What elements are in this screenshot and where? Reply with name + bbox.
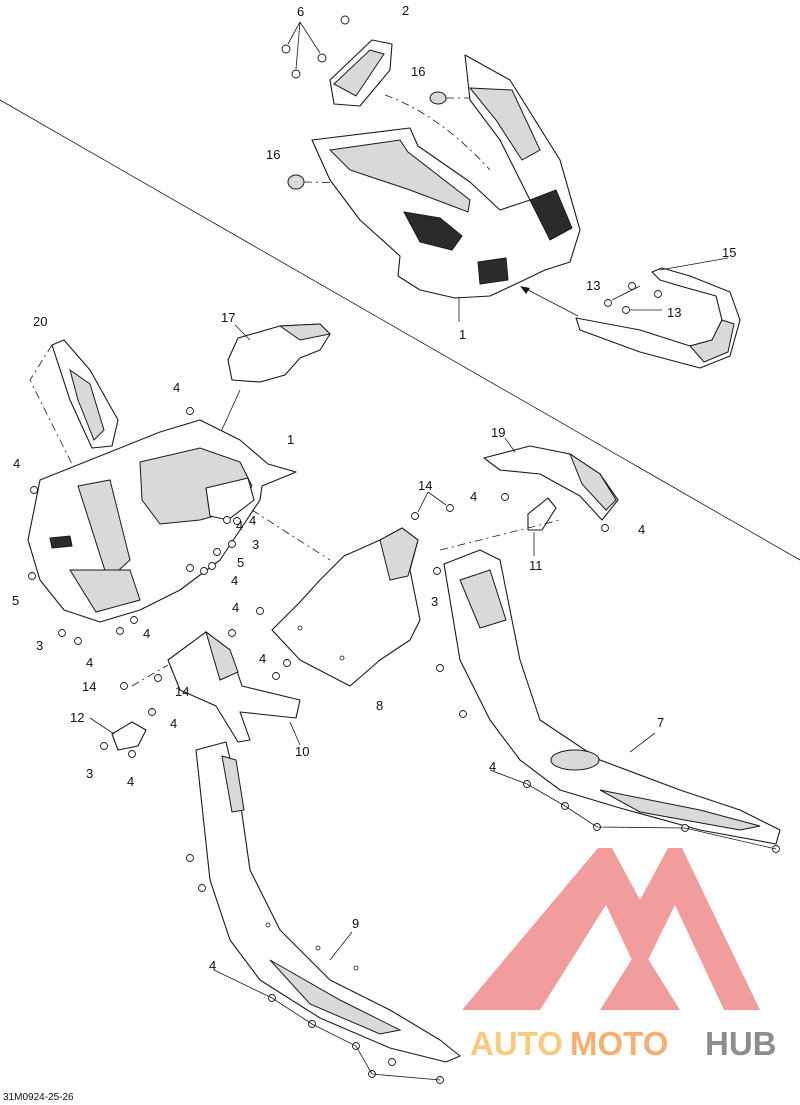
part-20-side-trim [51,339,119,449]
leader-line [659,257,729,271]
brand-text-hub: HUB [705,1025,777,1062]
callout-4: 4 [489,759,496,774]
fasteners-bottom-group [186,854,444,1084]
callout-1: 1 [459,327,466,342]
callout-5: 5 [237,555,244,570]
callout-4: 4 [638,522,645,537]
callout-6: 6 [297,4,304,19]
part-11-bracket [501,493,609,556]
callout-16: 16 [266,147,280,162]
arrow-head [520,286,530,294]
part-1-upper-fairing [311,54,581,299]
callout-4: 4 [173,380,180,395]
diagram-reference-code: 31M0924-25-26 [3,1092,74,1103]
part-12-clip [89,708,156,758]
leader-line [289,721,301,746]
callout-10: 10 [295,744,309,759]
fastener [228,629,236,637]
callout-4: 4 [127,774,134,789]
fasteners-left-group [28,407,241,645]
leader-line [489,769,777,850]
callout-4: 4 [236,518,243,533]
assembly-guide-line [439,519,561,551]
callout-3: 3 [36,638,43,653]
fastener [272,672,280,680]
callout-15: 15 [722,245,736,260]
callout-17: 17 [221,310,235,325]
callout-12: 12 [70,710,84,725]
callout-19: 19 [491,425,505,440]
callout-3: 3 [252,537,259,552]
part-9-left-footrest [195,741,461,1063]
part-2-cap [329,39,393,107]
assembly-guide-line [251,509,331,561]
part-10-bracket [167,630,301,743]
part-17-cushion [227,323,332,383]
callout-14: 14 [175,684,189,699]
callout-4: 4 [13,456,20,471]
callout-13: 13 [586,278,600,293]
callout-4: 4 [232,600,239,615]
callout-4: 4 [470,489,477,504]
callout-3: 3 [86,766,93,781]
callout-9: 9 [352,916,359,931]
fastener [283,659,291,667]
leader-line [629,732,656,753]
callout-4: 4 [259,651,266,666]
callout-3: 3 [431,594,438,609]
callout-16: 16 [411,64,425,79]
leader-line [329,931,353,961]
brand-logo-icon [462,848,760,1010]
leader-line [527,289,579,317]
part-8-panel [271,527,421,687]
callout-13: 13 [667,305,681,320]
callout-8: 8 [376,698,383,713]
fastener [256,607,264,615]
callout-4: 4 [86,655,93,670]
leader-line [234,324,251,341]
part-14-screws [120,491,454,690]
part-7-right-footrest [443,549,781,845]
callout-20: 20 [33,314,47,329]
callout-4: 4 [249,513,256,528]
assembly-guide-line [131,664,169,687]
part-15-handlebar [575,267,741,369]
assembly-guide-line [29,344,81,481]
callout-14: 14 [82,679,96,694]
callout-11: 11 [529,558,543,573]
section-divider-line [0,99,800,561]
leader-line [504,437,516,453]
callout-14: 14 [418,478,432,493]
part-13-screws [604,282,662,314]
callout-4: 4 [170,716,177,731]
automotohub-watermark: AUTO MOTO HUB [462,848,777,1062]
callout-4: 4 [143,626,150,641]
part-1-lower-fairing [27,419,297,623]
callout-5: 5 [12,593,19,608]
brand-text-auto: AUTO [470,1025,563,1062]
part-6-screws [281,15,350,79]
part-19-rail [483,445,619,521]
part-16-grommet [287,91,500,190]
callout-4: 4 [231,573,238,588]
callout-2: 2 [402,3,409,18]
callout-7: 7 [657,715,664,730]
leader-line [213,969,441,1081]
callout-1: 1 [287,432,294,447]
brand-text-moto: MOTO [570,1025,668,1062]
assembly-guide-line [384,94,491,171]
callout-4: 4 [209,958,216,973]
